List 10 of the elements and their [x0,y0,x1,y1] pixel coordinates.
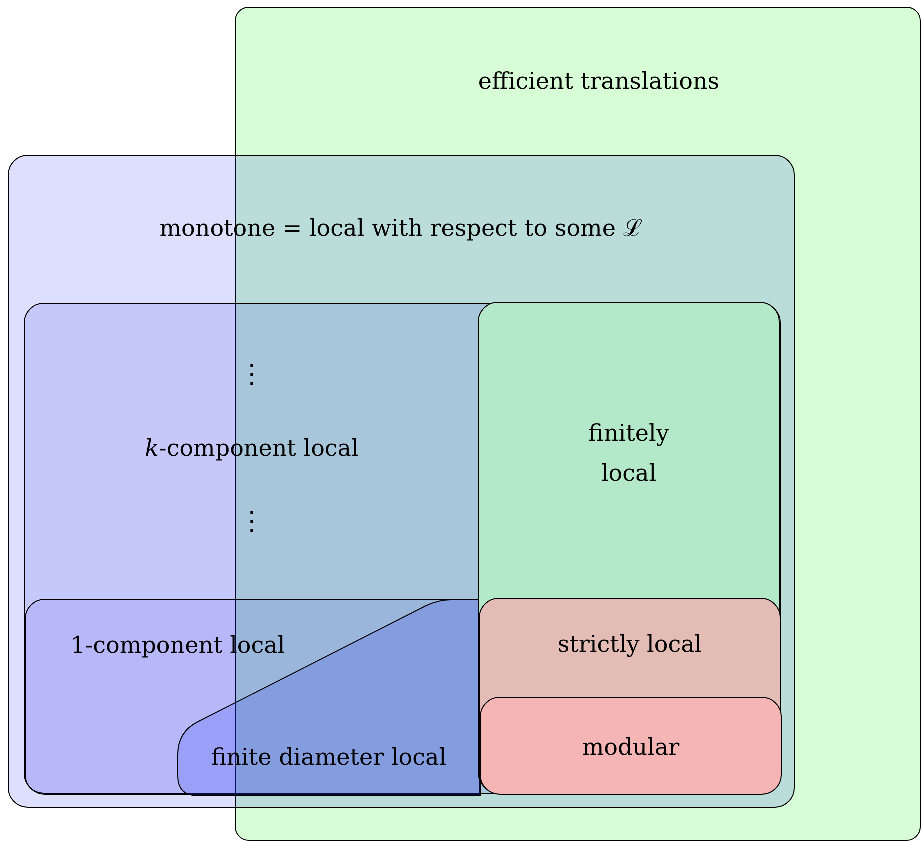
ellipsis-mark: ⋮ [239,509,265,535]
set-label: modular [582,735,680,761]
set-region [25,599,480,795]
set-region [480,697,782,795]
ellipsis-mark: ⋮ [239,362,265,388]
set-label: efficient translations [478,69,720,95]
set-label: finitely local [588,420,670,489]
set-region [479,598,781,794]
set-region [478,302,780,793]
set-label: strictly local [558,632,702,658]
